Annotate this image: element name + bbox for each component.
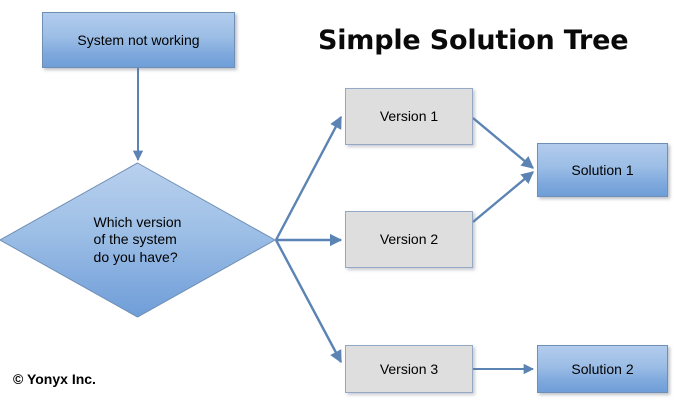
copyright-notice: © Yonyx Inc. [13, 371, 96, 387]
node-label: System not working [77, 31, 200, 48]
node-solution-1[interactable]: Solution 1 [537, 143, 668, 197]
edge-version2-to-solution1 [472, 171, 534, 223]
diamond-shape [0, 162, 276, 318]
edge-decision-to-version1 [274, 115, 343, 241]
node-solution-2[interactable]: Solution 2 [537, 345, 668, 393]
page-title: Simple Solution Tree [318, 25, 629, 57]
node-which-version-decision[interactable]: Which version of the system do you have? [0, 162, 276, 318]
edge-decision-to-version3 [274, 239, 343, 364]
node-version-2[interactable]: Version 2 [345, 211, 473, 268]
edge-version1-to-solution1 [472, 117, 534, 169]
node-version-3[interactable]: Version 3 [345, 345, 473, 393]
node-label: Solution 1 [571, 161, 634, 178]
node-label: Version 1 [379, 108, 439, 125]
node-label: Version 3 [379, 360, 439, 377]
node-label: Solution 2 [571, 360, 634, 377]
node-label: Which version of the system do you have? [93, 213, 182, 265]
node-system-not-working[interactable]: System not working [42, 12, 235, 68]
node-version-1[interactable]: Version 1 [345, 88, 473, 145]
node-label: Version 2 [379, 231, 439, 248]
